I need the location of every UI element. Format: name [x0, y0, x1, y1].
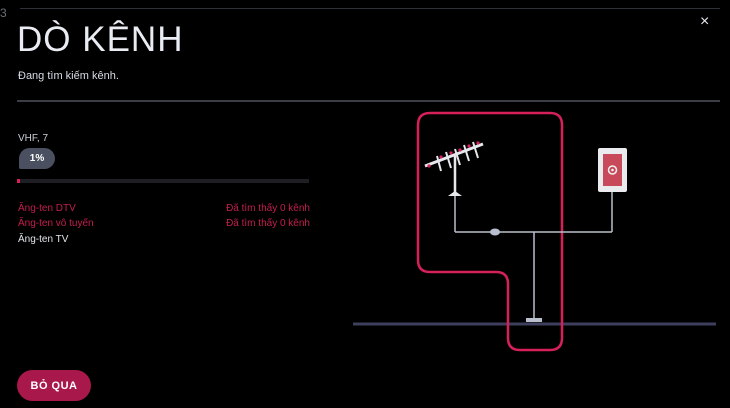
- wall-socket-icon: [598, 148, 627, 192]
- antenna-row-radio: Ăng-ten vô tuyến Đã tìm thấy 0 kênh: [18, 218, 310, 229]
- ground-clamp: [526, 318, 542, 322]
- status-message: Đang tìm kiếm kênh.: [18, 70, 119, 82]
- header-divider: [17, 100, 720, 102]
- antenna-status: Đã tìm thấy 0 kênh: [226, 218, 310, 229]
- antenna-connection-diagram: [353, 111, 716, 352]
- corner-glyph: 3: [0, 6, 7, 20]
- splitter-node: [490, 228, 500, 236]
- antenna-name: Ăng-ten vô tuyến: [18, 218, 94, 229]
- top-divider: [20, 8, 720, 9]
- channel-label: VHF, 7: [18, 133, 49, 144]
- page-title: DÒ KÊNH: [17, 20, 184, 59]
- antenna-name: Ăng-ten DTV: [18, 203, 76, 214]
- skip-button[interactable]: BỎ QUA: [17, 370, 91, 401]
- close-icon[interactable]: ×: [700, 13, 710, 30]
- antenna-icon: [424, 141, 484, 196]
- antenna-row-dtv: Ăng-ten DTV Đã tìm thấy 0 kênh: [18, 203, 310, 214]
- progress-percent-badge: 1%: [19, 148, 55, 169]
- progress-bar-fill: [17, 179, 20, 183]
- antenna-row-tv: Ăng-ten TV: [18, 234, 310, 245]
- highlight-outline: [416, 111, 564, 352]
- antenna-name: Ăng-ten TV: [18, 234, 69, 245]
- antenna-status: Đã tìm thấy 0 kênh: [226, 203, 310, 214]
- progress-bar: [17, 179, 309, 183]
